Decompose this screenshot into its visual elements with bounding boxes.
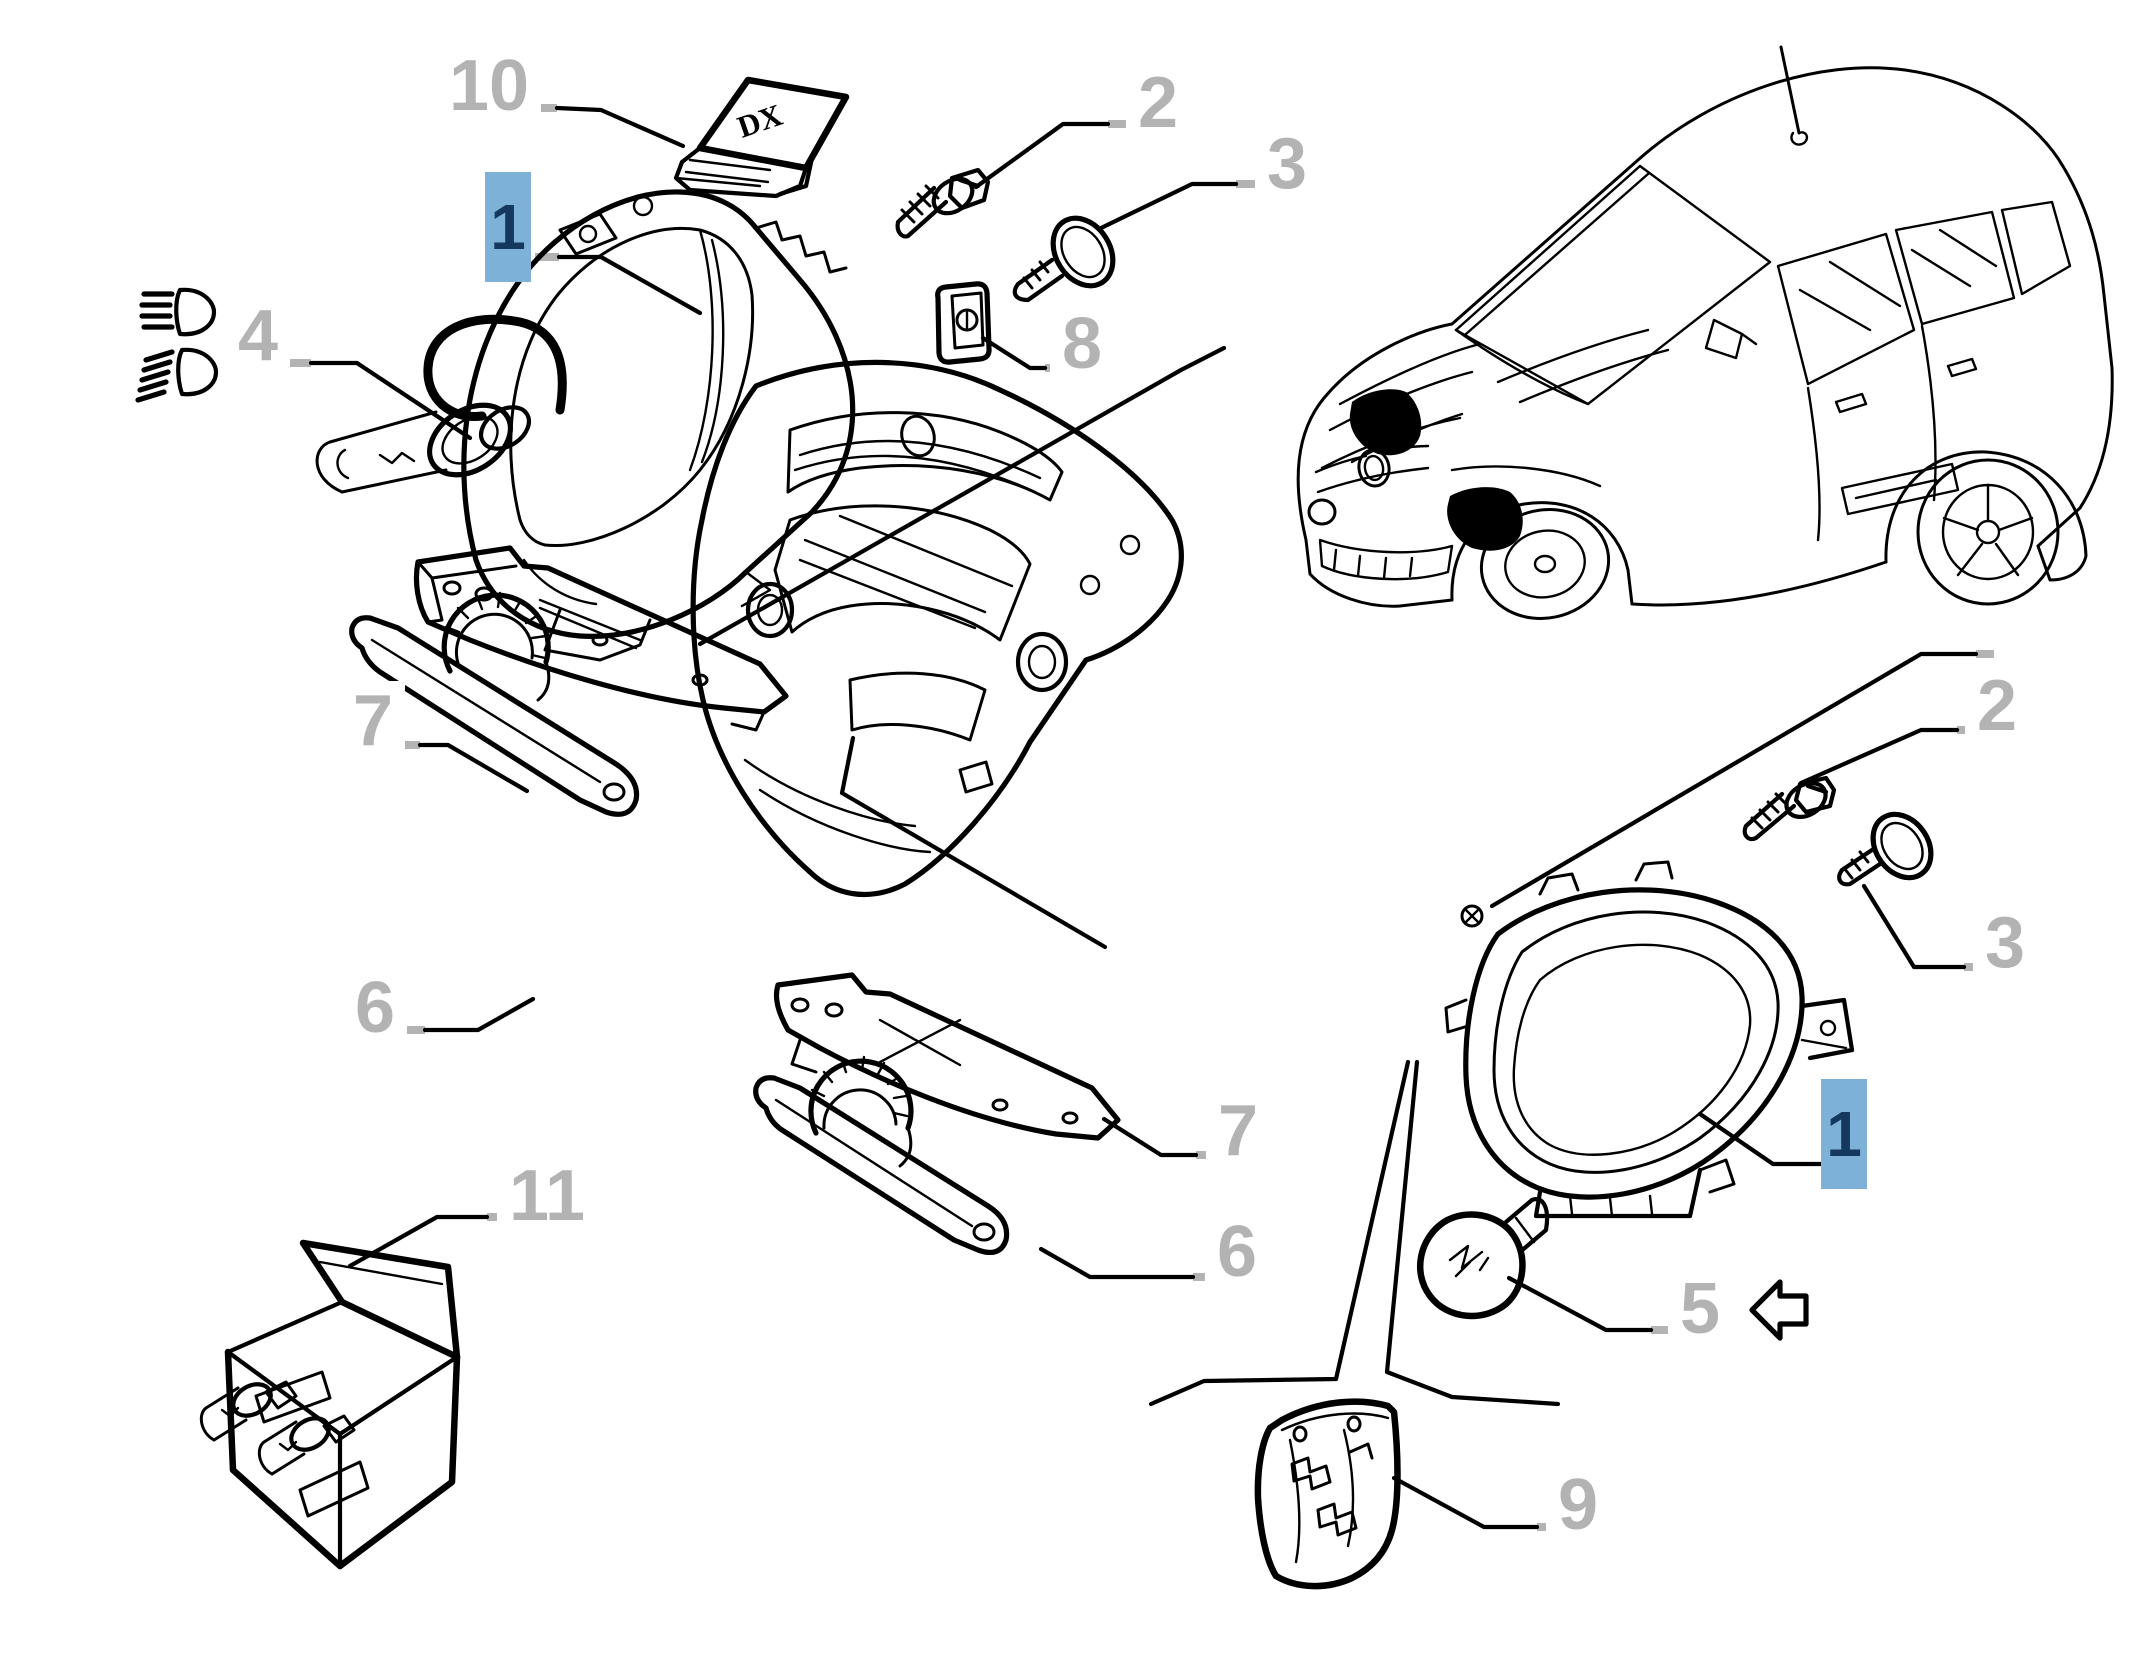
callout-11[interactable]: 11 (496, 1156, 598, 1236)
callout-2-right[interactable]: 2 (1964, 666, 2030, 746)
left-arrow-icon (1749, 1279, 1809, 1341)
part-bulb-kit-box (199, 1239, 461, 1570)
part-drl-center (753, 1055, 1010, 1255)
part-headlamp-right-front (1444, 860, 1855, 1219)
part-splash-shield (1254, 1398, 1401, 1590)
callout-6-center[interactable]: 6 (1204, 1212, 1270, 1292)
callout-1-left[interactable]: 1 (485, 172, 531, 282)
callout-3-right[interactable]: 3 (1972, 903, 2038, 983)
part-bracket-left (413, 545, 789, 732)
part-dx-spacer-wedge: DX (673, 76, 850, 199)
part-screw-top (1012, 215, 1116, 303)
callout-5[interactable]: 5 (1667, 1269, 1733, 1349)
callout-2-top[interactable]: 2 (1125, 63, 1191, 143)
part-drl-left (349, 591, 640, 817)
callout-7-center[interactable]: 7 (1205, 1091, 1271, 1171)
vehicle-reference-drawing (1296, 45, 2114, 620)
leader-lines (286, 104, 1994, 1531)
low-beam-icon (135, 347, 219, 403)
callout-3-top[interactable]: 3 (1254, 124, 1320, 204)
high-beam-icon (139, 287, 217, 337)
callout-4[interactable]: 4 (225, 296, 291, 376)
callout-9[interactable]: 9 (1545, 1465, 1611, 1545)
callout-1-right[interactable]: 1 (1821, 1079, 1867, 1189)
callout-8[interactable]: 8 (1049, 304, 1115, 384)
dx-marking-text: DX (733, 97, 787, 145)
part-halogen-bulb-wire (315, 314, 567, 494)
part-indicator-bulb (1416, 1197, 1550, 1320)
part-bolt-right (1742, 775, 1837, 842)
callout-10[interactable]: 10 (436, 46, 542, 126)
part-screw-right (1837, 811, 1934, 887)
part-bracket-center (773, 972, 1121, 1141)
callout-7-left[interactable]: 7 (340, 681, 406, 761)
callout-6-left[interactable]: 6 (342, 968, 408, 1048)
part-clip-nut (935, 281, 992, 365)
part-bolt-top (895, 167, 991, 239)
part-front-bumper (690, 359, 1184, 898)
